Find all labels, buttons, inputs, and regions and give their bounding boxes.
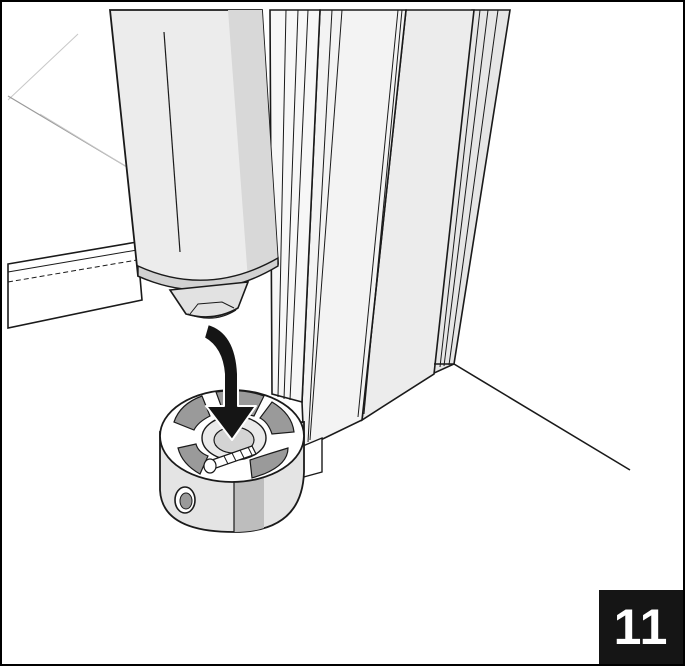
sealant-cartridge-icon <box>109 9 279 319</box>
door-foot-mount-icon <box>159 389 305 533</box>
step-number-badge: 11 <box>599 590 683 664</box>
step-number-label: 11 <box>613 599 669 655</box>
bottom-rail <box>7 241 143 329</box>
glass-panel <box>7 33 128 168</box>
floor-edge <box>434 363 631 471</box>
screw-icon <box>203 445 257 474</box>
door-frame-profile <box>269 9 511 479</box>
down-arrow-icon <box>203 323 257 441</box>
